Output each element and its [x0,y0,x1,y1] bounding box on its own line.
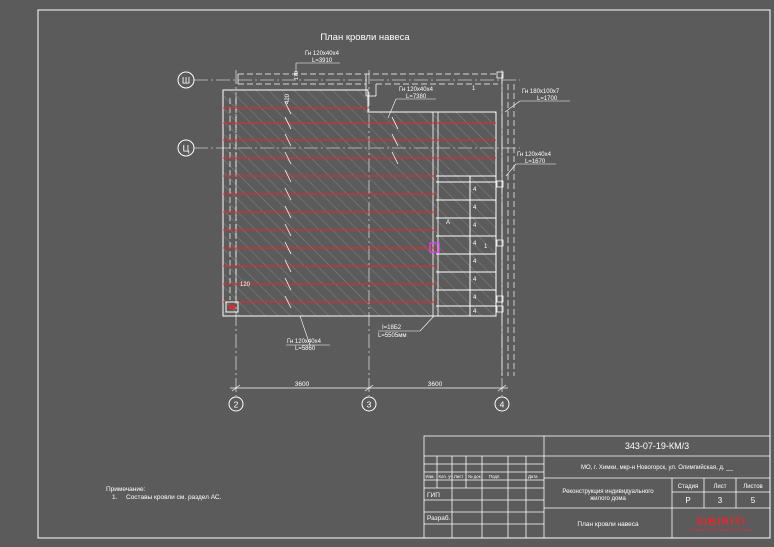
col-header-podp: Подп. [489,474,500,479]
callout-right2-profile: Гн 120x40x4 [517,152,552,158]
callout-mid-beam: Гн 120x40x4 L=7380 [387,87,436,119]
callout-right-beam: Гн 180x100x7 L=1700 [504,89,570,113]
dimension-line [230,384,508,392]
right-column [501,74,515,376]
col-header-izm: Изм. [426,474,435,479]
axis-label-3: 3 [367,400,372,410]
callout-top-beam: Гн 120x40x4 L=3910 [295,51,340,76]
callout-top-length: L=3910 [312,58,333,64]
note-heading: Примечание: [106,486,146,493]
dim-120: 120 [240,282,251,288]
stair-mark-4a: 4 [473,187,477,193]
sheet-value: 3 [718,496,723,505]
sheet-label: Лист [713,484,726,490]
doc-address: МО, г. Химки, мкр-н Новогорск, ул. Олимп… [581,464,734,471]
axis-label-sh: Ш [182,76,190,86]
column-squares [496,71,504,313]
stair-mark-4e: 4 [473,259,477,265]
callout-bottom-beam: Гн 120x40x4 L=5860 [286,315,330,352]
sheets-value: 5 [751,496,756,505]
stair-mark-4b: 4 [473,205,477,211]
callout-bottom-length: L=5860 [295,346,316,352]
callout-ibeam-length: L=5505мм [378,333,406,339]
note-item-text: Составы кровли см. раздел АС. [126,494,222,501]
callout-right2-length: L=1670 [525,159,546,165]
stair-mark-4g: 4 [473,295,477,301]
rafters [223,107,496,303]
col-header-kol: Кол. уч. [439,474,454,479]
axis-col-3: 3 [361,396,377,412]
stair-mark-4h: 4 [473,309,477,315]
highlight-marker [429,242,440,253]
axis-label-2: 2 [234,400,239,410]
stair-mark-4d: 4 [473,241,477,247]
left-wall [229,98,237,300]
corner-base-mark [229,305,235,309]
callout-mid-profile: Гн 120x40x4 [399,87,434,93]
doc-code: 343-07-19-КМ/3 [625,441,689,451]
title-block-text: 343-07-19-КМ/3 МО, г. Химки, мкр-н Новог… [426,441,763,528]
callout-bottom-profile: Гн 120x40x4 [287,339,322,345]
roof-slab [222,89,497,317]
mark-1-mid: 1 [484,244,488,250]
callout-right-profile: Гн 180x100x7 [522,89,560,95]
dim-span-1: 3600 [295,381,310,388]
mark-a: А [446,220,450,226]
project-line2: жилого дома [590,496,626,502]
axis-row-sh: Ш [177,71,520,89]
drawing-title: План кровли навеса [320,32,410,43]
dim-span-2: 3600 [428,381,443,388]
sheets-label: Листов [743,484,763,490]
stage-value: Р [685,496,690,505]
role-gip: ГИП [427,492,440,499]
stair-mark-4f: 4 [473,277,477,283]
callout-mid-length: L=7380 [406,94,427,100]
axis-col-2: 2 [228,396,244,412]
rafter-ticks [284,101,399,309]
sheet-title: План кровли навеса [577,521,639,528]
sheet-frame [37,9,771,539]
col-header-list: Лист [454,474,463,479]
col-header-doc: № док. [468,474,482,479]
callout-top-profile: Гн 120x40x4 [305,51,340,57]
callout-right-length: L=1700 [537,96,558,102]
project-line1: Реконструкция индивидуального [562,489,654,495]
dim-420: 420 [285,93,291,104]
dim-170: 170 [294,71,300,80]
stair-marks: 4 4 4 4 4 4 4 4 1 1 А [446,86,488,315]
mark-1-top: 1 [472,86,476,92]
title-block [423,435,771,539]
callout-right-beam2: Гн 120x40x4 L=1670 [505,152,556,177]
col-header-data: Дата [528,474,538,479]
role-razrab: Разраб. [427,514,451,522]
callout-ibeam: I=18Б2 L=5505мм [378,315,435,339]
top-parapet [237,73,498,97]
stair-block [436,175,496,316]
stair-mark-4c: 4 [473,223,477,229]
company-logo: SIBIRITI [696,516,746,528]
axis-label-ts: Ц [183,144,190,154]
stage-label: Стадия [678,484,698,490]
note-item-number: 1. [112,494,118,501]
callout-ibeam-profile: I=18Б2 [382,325,402,331]
axis-col-4: 4 [494,396,510,412]
axis-label-4: 4 [500,400,505,410]
drawing-note: Примечание: 1. Составы кровли см. раздел… [106,486,222,501]
corner-base-plate [225,301,239,313]
